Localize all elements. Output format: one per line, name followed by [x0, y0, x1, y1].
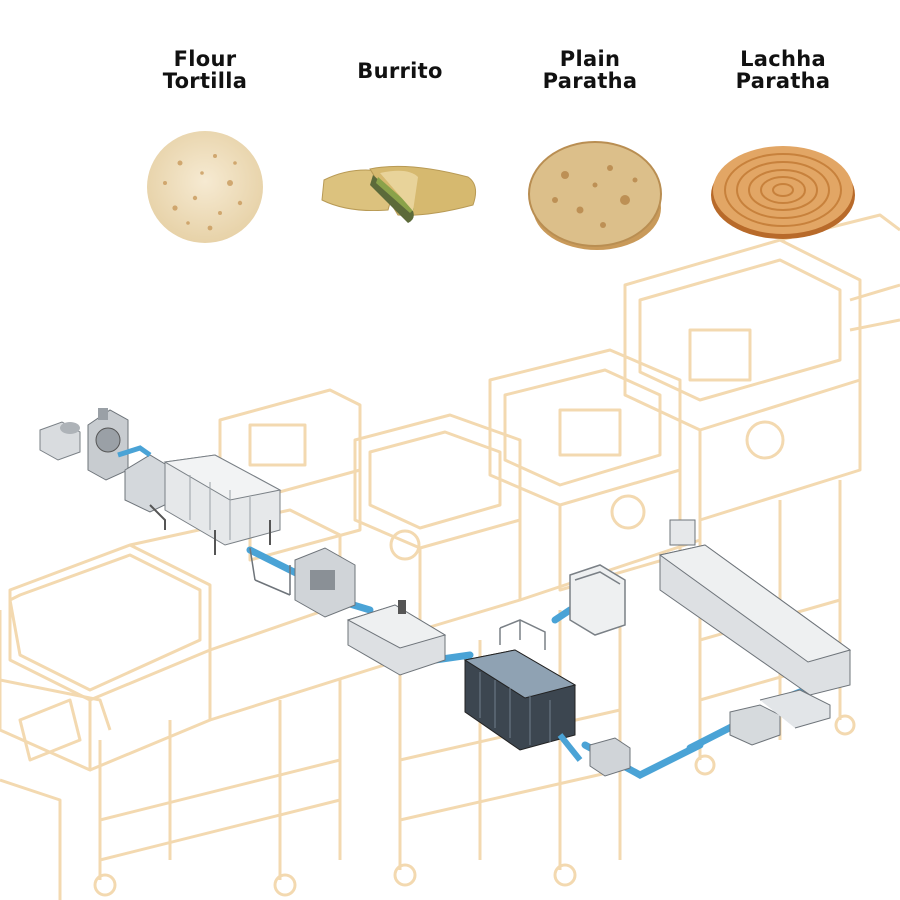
- baking-oven: [346, 600, 447, 676]
- mixer-machine: [39, 408, 129, 481]
- secondary-oven: [658, 519, 852, 696]
- burrito-icon: [321, 165, 477, 223]
- counter-stacker: [589, 737, 631, 777]
- sheeter-frame: [249, 547, 291, 596]
- packaging-machine: [729, 689, 831, 746]
- cooling-tower: [463, 649, 583, 762]
- product-label-burrito: Burrito: [357, 59, 443, 83]
- lachha-paratha-icon: [711, 146, 855, 239]
- proofer-cabinet: [163, 454, 282, 555]
- paratha-icon: [528, 141, 662, 250]
- press-machine: [294, 547, 356, 618]
- tortilla-icon: [147, 131, 263, 243]
- packing-frame: [499, 564, 626, 650]
